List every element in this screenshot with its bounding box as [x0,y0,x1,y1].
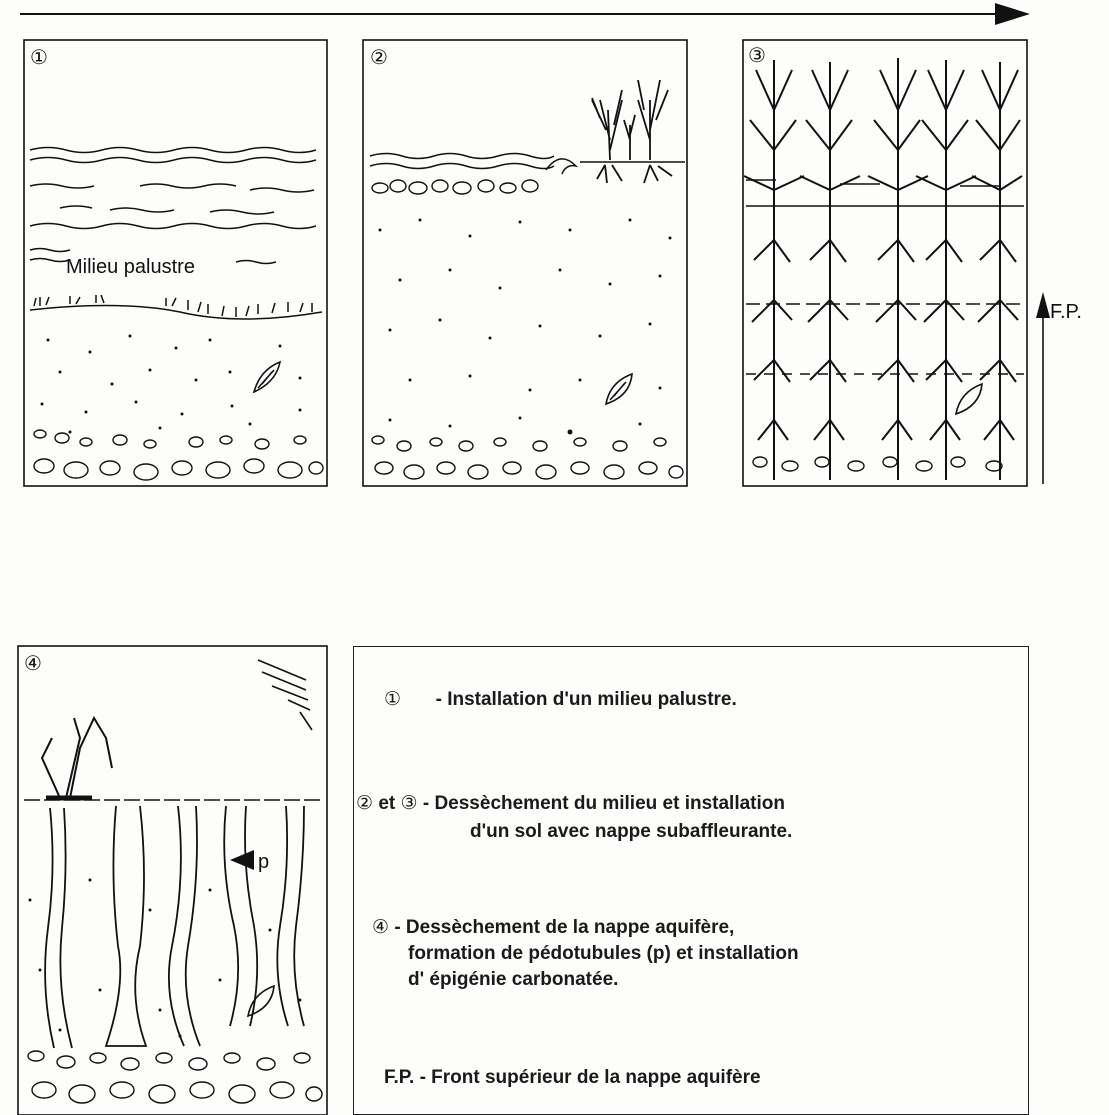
water-lines [370,154,685,175]
legend-item-fp: F.P. - Front supérieur de la nappe aquif… [384,1065,761,1090]
legend-item-2: ② et ③ - Dessèchement du milieu et insta… [356,791,785,816]
legend-item-4-text-line1: - Dessèchement de la nappe aquifère, [394,917,734,938]
plants-with-roots [744,58,1022,480]
panel-3: ③ [743,40,1027,486]
legend-box: ① - Installation d'un milieu palustre. ②… [353,646,1029,1115]
legend-item-1-number: ① [384,689,401,710]
fp-label: F.P. [1050,301,1082,323]
legend-item-2-number-b: ③ [401,793,418,814]
gravel-layer [753,457,1002,471]
pedotubules [45,806,304,1048]
panel-4-number: ④ [24,653,42,675]
pointer-arrow [230,850,254,870]
pointer-label: p [258,851,269,873]
dead-plant [42,718,112,798]
legend-fp-abbr: F.P. [384,1067,414,1088]
shell [254,362,280,392]
legend-item-1-text: - Installation d'un milieu palustre. [436,689,737,710]
sediment-dots [29,879,302,1038]
reeds [592,80,672,183]
sediment-dots [379,219,672,435]
legend-item-4-line2: formation de pédotubules (p) et installa… [408,941,799,966]
panel-1: ① Milieu palustre [24,40,327,486]
legend-item-2-join: et [378,793,395,814]
legend-item-4-number: ④ [372,917,389,938]
legend-item-1: ① - Installation d'un milieu palustre. [384,687,737,712]
legend-item-2-line2: d'un sol avec nappe subaffleurante. [470,819,792,844]
pebble-line [372,180,538,194]
shell [606,374,632,404]
gravel-layer [28,1051,322,1103]
panel-2-number: ② [370,47,388,69]
legend-fp-text: - Front supérieur de la nappe aquifère [420,1067,761,1088]
gravel-layer [34,430,323,480]
sun-rays [258,660,312,730]
legend-item-2-text-line1: - Dessèchement du milieu et installation [423,793,785,814]
milieu-palustre-label: Milieu palustre [66,256,195,278]
progression-arrow [20,3,1030,25]
panel-4: ④ p [18,646,327,1115]
fp-arrow [1036,292,1050,484]
shell [956,384,982,414]
water-lines [30,148,316,264]
panel-3-number: ③ [748,45,766,67]
marsh-vegetation [30,295,322,319]
legend-item-4: ④ - Dessèchement de la nappe aquifère, [372,915,734,940]
legend-item-4-line3: d' épigénie carbonatée. [408,967,618,992]
gravel-layer [372,436,683,479]
panel-1-number: ① [30,47,48,69]
shell [248,986,274,1016]
legend-item-2-number-a: ② [356,793,373,814]
panel-2: ② [363,40,687,486]
